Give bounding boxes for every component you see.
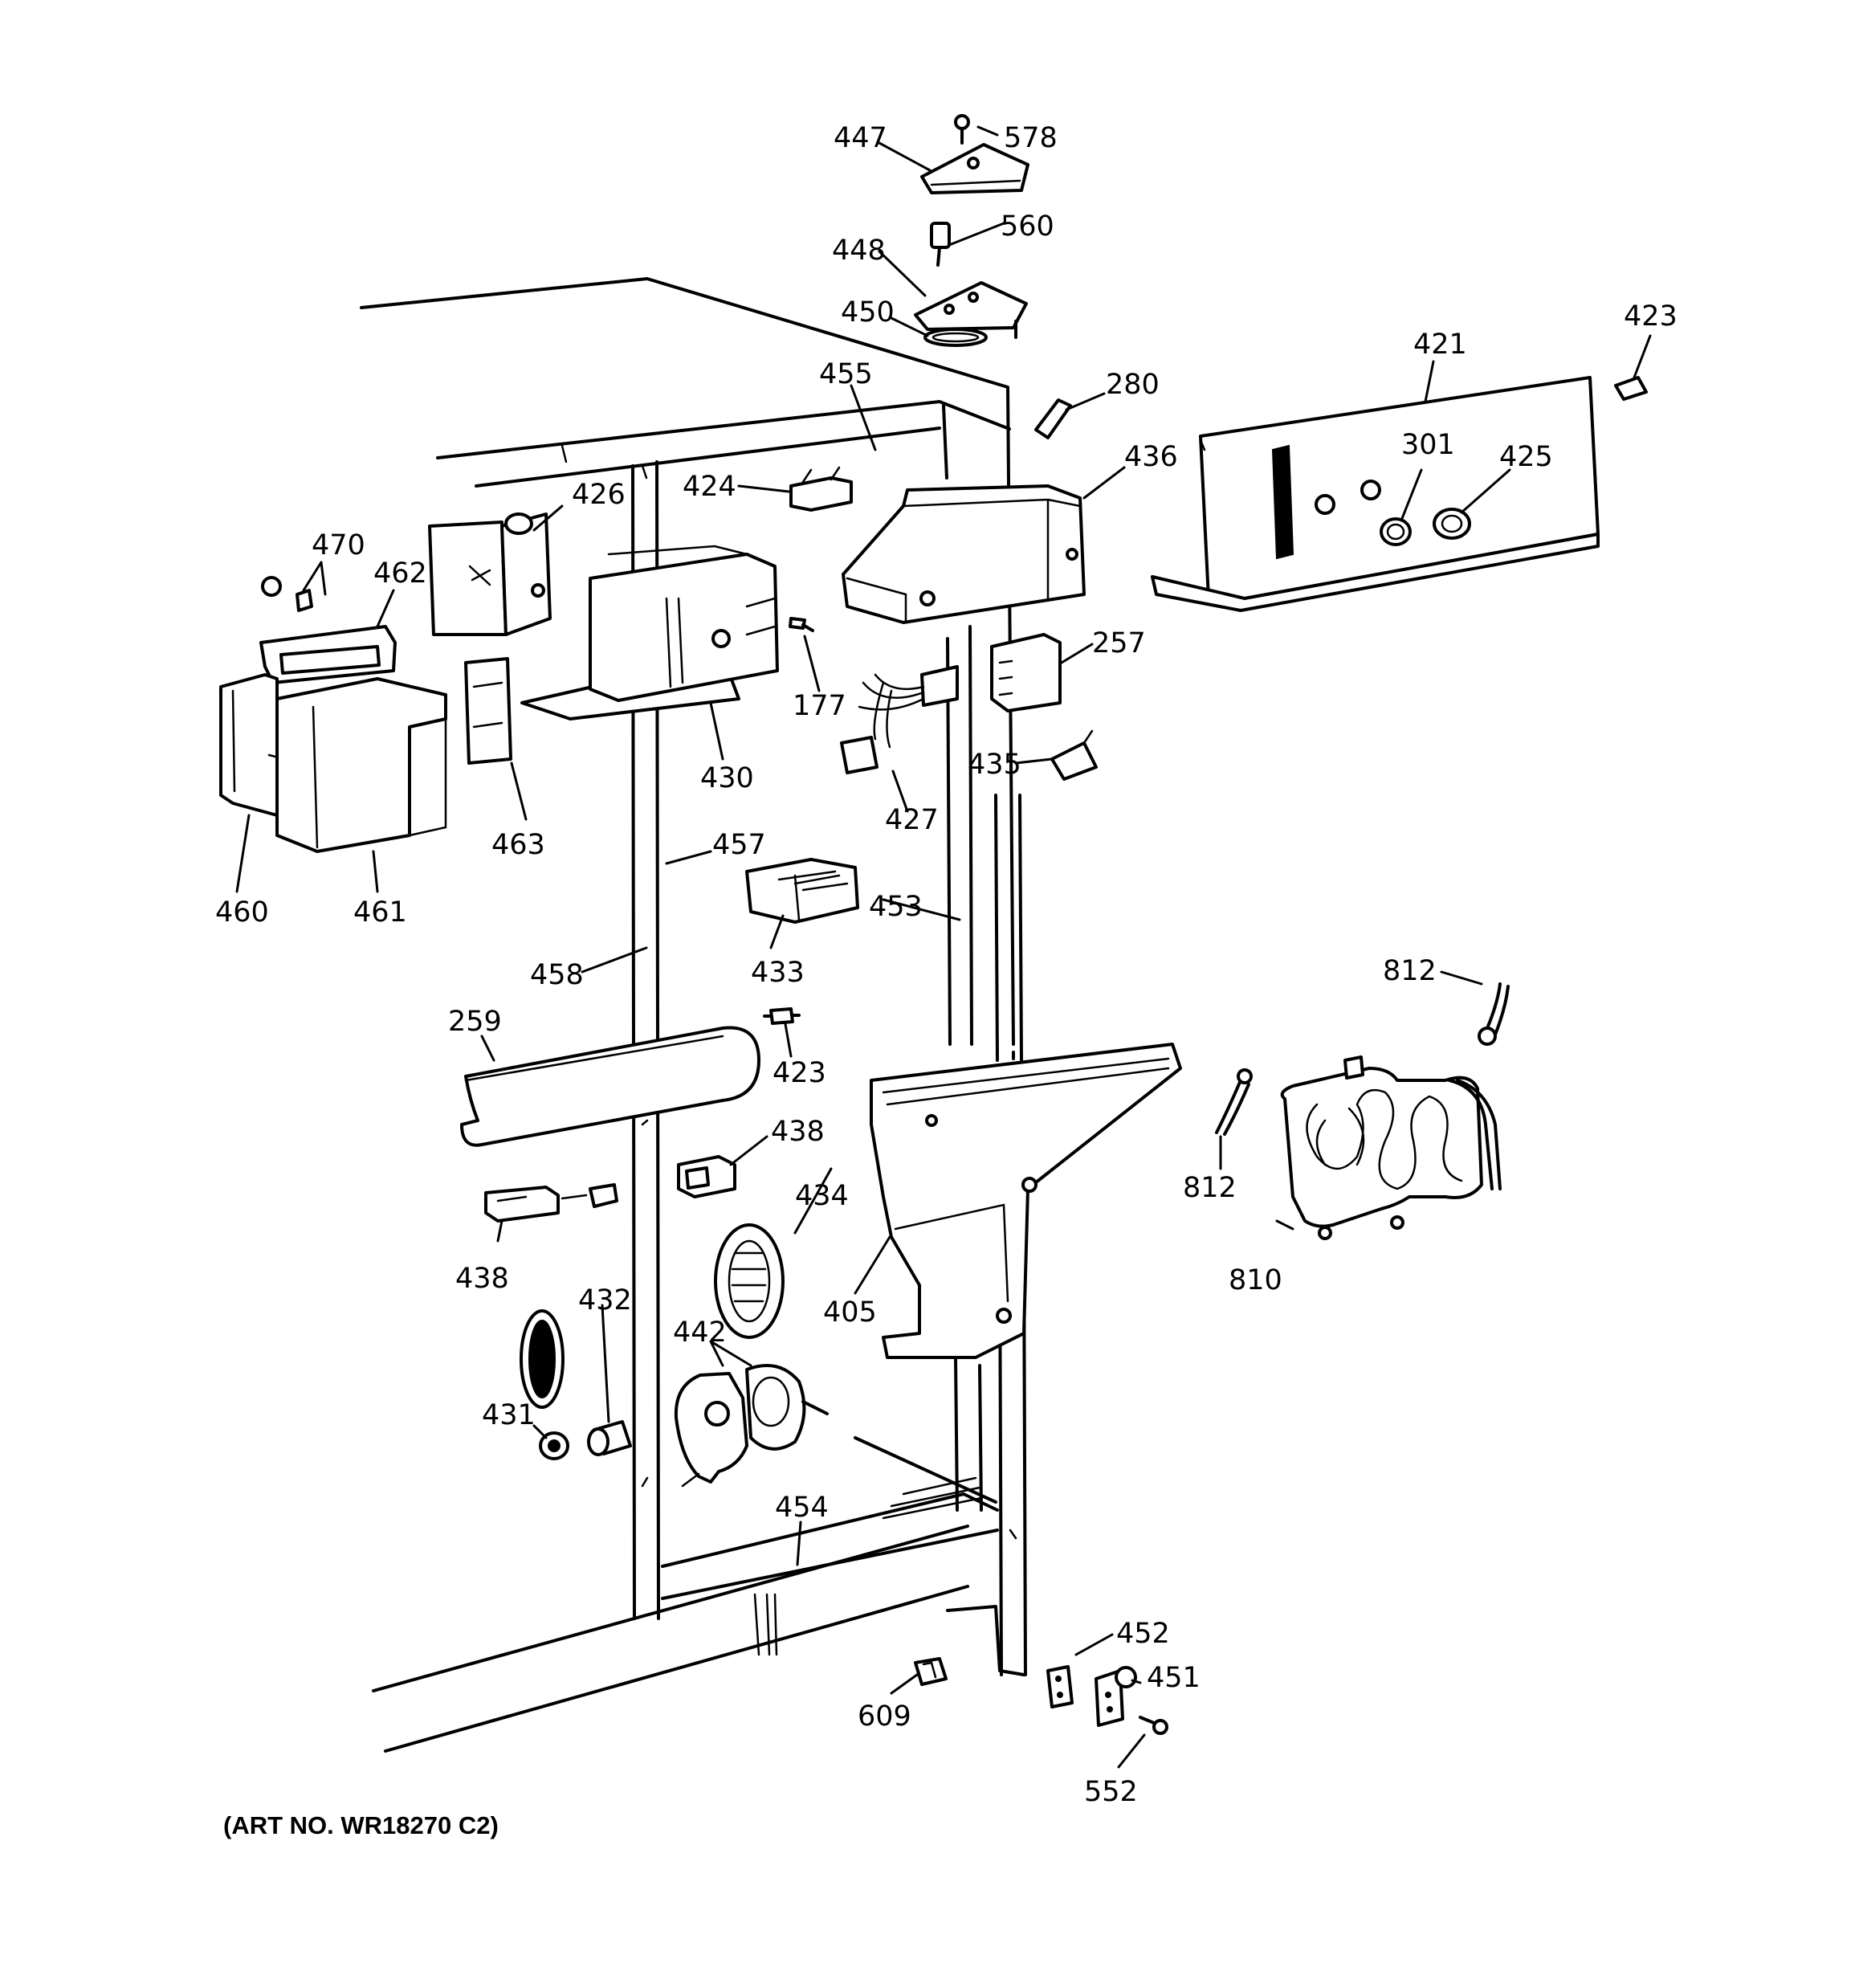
gasket-450 (923, 328, 988, 347)
cover-259 (460, 1026, 760, 1147)
damper-426 (428, 512, 552, 636)
callout-427: 427 (885, 804, 939, 836)
screw-177 (789, 617, 814, 632)
callout-438-right: 438 (771, 1116, 825, 1148)
wire-harness-427 (840, 665, 959, 774)
callout-461: 461 (353, 896, 407, 929)
callout-462: 462 (373, 557, 427, 590)
callout-458: 458 (530, 959, 584, 991)
callout-177: 177 (793, 690, 846, 722)
callout-301: 301 (1401, 429, 1455, 461)
callout-433: 433 (751, 957, 805, 989)
switch-438-right (677, 1155, 736, 1198)
callout-812-top: 812 (1383, 955, 1437, 987)
drain-tube-812-top (1478, 982, 1510, 1046)
control-panel-421 (1151, 376, 1600, 612)
lens-431-grille (520, 1309, 565, 1409)
heater-810 (1280, 1055, 1502, 1240)
callout-434: 434 (795, 1180, 849, 1212)
callout-421: 421 (1413, 329, 1467, 361)
callout-448: 448 (832, 235, 886, 267)
callout-452: 452 (1116, 1618, 1170, 1650)
callout-425: 425 (1499, 441, 1553, 473)
callout-424: 424 (683, 471, 736, 503)
callout-447: 447 (834, 122, 887, 154)
callout-560: 560 (1001, 210, 1054, 243)
plate-462 (259, 625, 397, 684)
housing-461 (275, 677, 447, 853)
cover-447 (920, 143, 1029, 194)
callout-812-mid: 812 (1183, 1172, 1237, 1204)
screw-552 (1139, 1716, 1168, 1735)
part-280 (1034, 398, 1072, 439)
callout-259: 259 (448, 1006, 502, 1038)
callout-552: 552 (1084, 1776, 1138, 1808)
hinge-451 (1095, 1666, 1137, 1727)
bracket-463 (464, 657, 512, 765)
clip-609 (914, 1657, 948, 1686)
callout-453: 453 (869, 891, 923, 923)
art-number: (ART NO. WR18270 C2) (223, 1811, 499, 1839)
fasteners-470 (261, 576, 313, 612)
callout-426: 426 (572, 479, 626, 511)
housing-430 (520, 545, 779, 720)
knob-425 (1433, 508, 1471, 540)
callout-257: 257 (1092, 627, 1146, 659)
callout-431: 431 (482, 1399, 536, 1431)
shim-452 (1046, 1665, 1074, 1708)
callout-436: 436 (1124, 441, 1178, 473)
callout-423-mid: 423 (773, 1057, 826, 1089)
bracket-448 (914, 281, 1028, 339)
control-housing-436 (842, 484, 1086, 624)
bushing-432 (587, 1420, 632, 1456)
fan-motor-442 (674, 1364, 829, 1488)
callout-405: 405 (823, 1296, 877, 1329)
lamp-socket-423 (763, 1007, 801, 1025)
leader-lines (235, 125, 1652, 1769)
callout-457: 457 (712, 829, 766, 861)
grommet-431 (539, 1431, 569, 1460)
callout-810: 810 (1229, 1264, 1282, 1296)
callout-labels: 447 578 448 560 450 455 280 421 423 436 … (215, 122, 1678, 1808)
callout-470: 470 (312, 529, 365, 561)
drain-tube-812-mid (1215, 1068, 1253, 1136)
callout-463: 463 (491, 829, 545, 861)
lamp-423-top (1614, 376, 1648, 401)
callout-450: 450 (841, 296, 895, 329)
relay-257 (990, 633, 1062, 712)
callout-435: 435 (968, 749, 1021, 781)
callout-578: 578 (1004, 122, 1058, 154)
callout-438-left: 438 (455, 1263, 509, 1295)
fan-433 (745, 858, 859, 924)
callout-280: 280 (1106, 369, 1160, 401)
grille-434 (714, 1223, 785, 1339)
callout-460: 460 (215, 896, 269, 929)
duct-405 (870, 1043, 1182, 1359)
callout-609: 609 (858, 1700, 911, 1733)
callout-454: 454 (775, 1492, 829, 1524)
screw-578 (954, 114, 970, 145)
callout-423-top: 423 (1624, 300, 1678, 333)
switch-438-left (484, 1183, 618, 1223)
knob-301 (1380, 517, 1412, 546)
callout-430: 430 (700, 762, 754, 794)
callout-432: 432 (578, 1284, 632, 1316)
plug-435 (1050, 729, 1098, 781)
thermostat-424 (789, 466, 853, 512)
screw-560 (930, 222, 951, 267)
callout-442: 442 (673, 1316, 727, 1349)
callout-451: 451 (1147, 1662, 1201, 1694)
callout-455: 455 (819, 358, 873, 390)
